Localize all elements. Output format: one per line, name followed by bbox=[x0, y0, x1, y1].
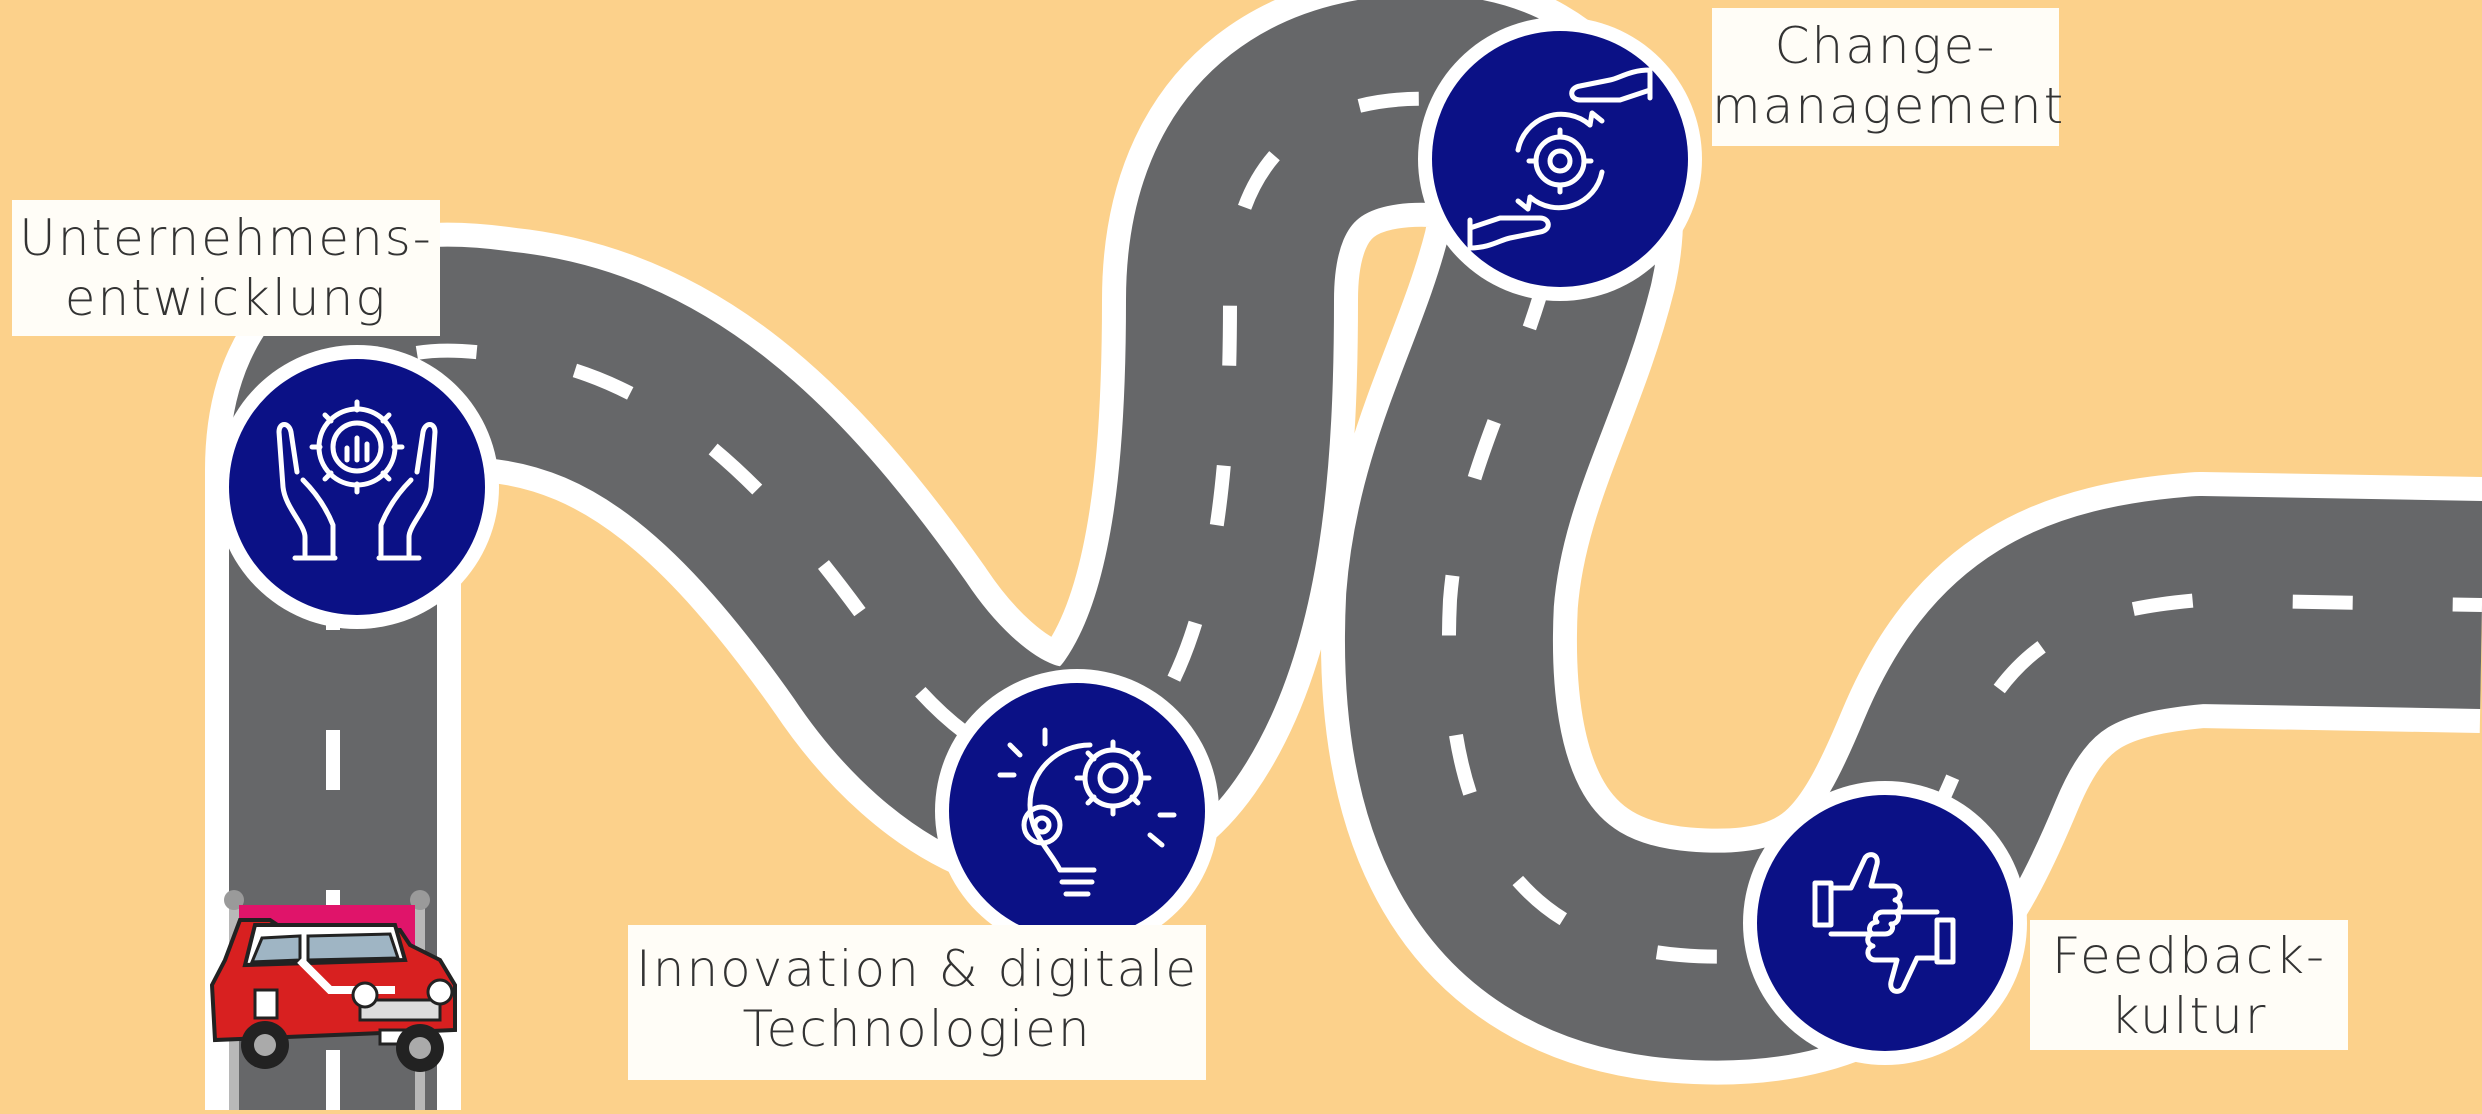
label-line: Unternehmens- bbox=[19, 209, 433, 267]
label-line: Technologien bbox=[742, 1000, 1092, 1058]
label-unternehmensentwicklung: Unternehmens- entwicklung bbox=[12, 200, 440, 336]
milestone-changemanagement bbox=[1418, 17, 1702, 301]
label-line: Feedback- bbox=[2051, 927, 2327, 985]
label-line: Change- bbox=[1774, 17, 1997, 75]
lightbulb-gears-icon bbox=[997, 727, 1177, 897]
milestone-innovation bbox=[935, 669, 1219, 953]
milestone-unternehmensentwicklung bbox=[215, 345, 499, 629]
label-line: entwicklung bbox=[64, 269, 388, 327]
label-changemanagement: Change- management bbox=[1712, 8, 2066, 146]
thumbs-up-down-icon bbox=[1812, 852, 1956, 994]
red-mini-car-icon bbox=[209, 890, 457, 1110]
hands-holding-gear-chart-icon bbox=[276, 399, 438, 561]
hands-gear-cycle-icon bbox=[1467, 67, 1653, 251]
label-line: Innovation & digitale bbox=[636, 940, 1198, 998]
label-line: management bbox=[1712, 77, 2066, 135]
label-line: kultur bbox=[2110, 987, 2268, 1045]
label-feedbackkultur: Feedback- kultur bbox=[2030, 920, 2348, 1050]
label-innovation: Innovation & digitale Technologien bbox=[628, 925, 1206, 1080]
milestone-feedbackkultur bbox=[1743, 781, 2027, 1065]
